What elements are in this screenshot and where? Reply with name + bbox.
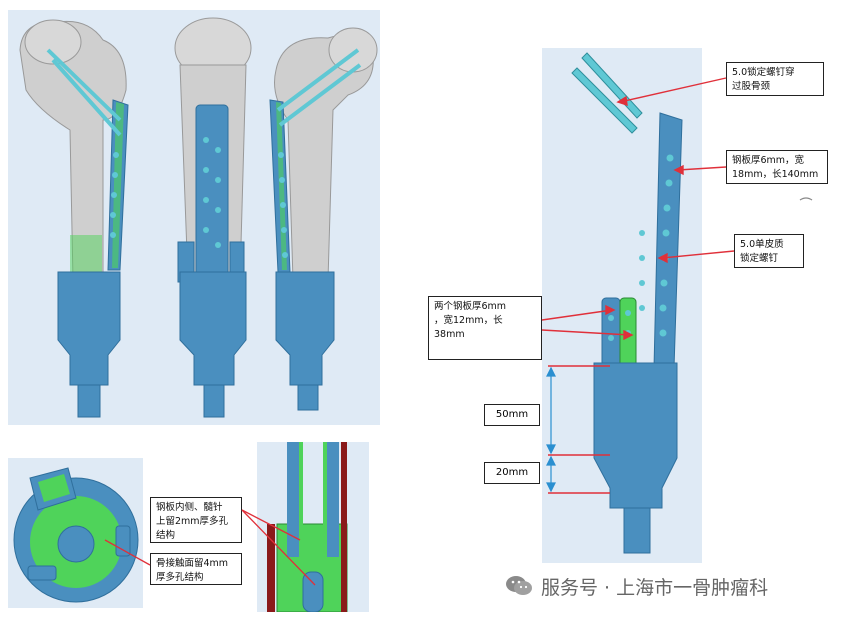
- callout-two-plates: 两个钢板厚6mm ，宽12mm，长 38mm: [428, 296, 542, 360]
- callout-contact-surface: 骨接触面留4mm 厚多孔结构: [150, 553, 242, 585]
- callout-inner-side: 钢板内侧、髓针 上留2mm厚多孔 结构: [150, 497, 242, 543]
- implant-detail-panel: [542, 48, 702, 563]
- femur-view-back: [269, 27, 378, 411]
- watermark: 服务号 · 上海市一骨肿瘤科: [505, 572, 768, 600]
- femur-three-views-panel: [8, 10, 380, 425]
- callout-plate: 钢板厚6mm，宽 18mm，长140mm: [726, 150, 828, 184]
- femur-view-lateral: [174, 17, 252, 418]
- stem-section-panel: [257, 442, 369, 612]
- callout-neck-screws: 5.0锁定螺钉穿 过股骨颈: [726, 62, 824, 96]
- stem-top-view-panel: [8, 458, 143, 608]
- watermark-text: 服务号 · 上海市一骨肿瘤科: [541, 576, 769, 599]
- wechat-icon: [506, 576, 532, 595]
- dimension-label-50mm: 50mm: [484, 404, 540, 426]
- stem-body: [593, 362, 678, 509]
- dimension-label-20mm: 20mm: [484, 462, 540, 484]
- femur-view-front: [19, 19, 129, 418]
- callout-unicortical: 5.0单皮质 锁定螺钉: [734, 234, 804, 268]
